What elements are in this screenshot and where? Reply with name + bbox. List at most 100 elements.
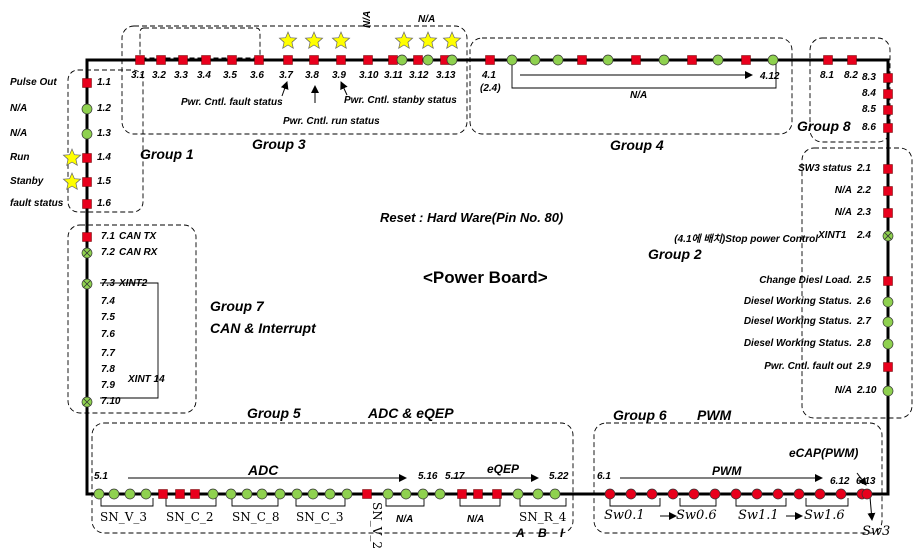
pin-2-10-marker bbox=[882, 385, 894, 397]
g5-pin-15-marker bbox=[324, 488, 336, 500]
encoder-i: I bbox=[560, 526, 564, 540]
pin-3-9-marker bbox=[336, 55, 346, 65]
pin-1-1-num: 1.1 bbox=[97, 77, 111, 88]
bottom-na-1: N/A bbox=[396, 514, 414, 525]
pin-1-6-marker bbox=[82, 199, 92, 209]
adc-label: ADC bbox=[248, 462, 279, 478]
pin-8-1-marker bbox=[823, 55, 833, 65]
g5-pin-3-marker bbox=[124, 488, 136, 500]
pin-8-2-marker bbox=[847, 55, 857, 65]
g4-end: 4.12 bbox=[760, 71, 780, 82]
encoder-b: B bbox=[538, 526, 547, 540]
g4-pin-9-marker bbox=[687, 55, 697, 65]
pin-3-11-num: 3.11 bbox=[384, 70, 403, 81]
pin-2-8-marker bbox=[882, 338, 894, 350]
pin-6-12: 6.12 bbox=[830, 476, 850, 487]
sw3-arrow bbox=[867, 496, 876, 521]
sw-1-1: Sw1.1 bbox=[738, 508, 779, 523]
pin-2-5-label: Change Diesl Load. bbox=[759, 275, 852, 286]
g6-pin-8-marker bbox=[751, 488, 763, 500]
pin-2-1-label: SW3 status bbox=[798, 163, 852, 174]
g5-pin-26-marker bbox=[532, 488, 544, 500]
stanby-status-note: Pwr. Cntl. stanby status bbox=[344, 95, 457, 106]
g5-pin-7-marker bbox=[190, 489, 200, 499]
g5-pin-20-marker bbox=[417, 488, 429, 500]
g6-pin-1-marker bbox=[604, 488, 616, 500]
g4-pin-2-marker bbox=[506, 54, 518, 66]
group-3-box bbox=[121, 25, 468, 135]
pin-2-9-marker bbox=[883, 362, 893, 372]
g6-pin-10-marker bbox=[793, 488, 805, 500]
pwm-label: PWM bbox=[712, 464, 742, 478]
g4-pin-3-marker bbox=[529, 54, 541, 66]
pin-3-5-num: 3.5 bbox=[223, 70, 237, 81]
top-star-3 bbox=[331, 31, 351, 50]
g5-pin-27-marker bbox=[549, 488, 561, 500]
g5-pin-9-marker bbox=[225, 488, 237, 500]
pin-5-22: 5.22 bbox=[549, 471, 569, 482]
pin-2-8-label: Diesel Working Status. bbox=[743, 338, 852, 349]
group-3-na-box bbox=[139, 27, 261, 59]
pin-2-10-num: 2.10 bbox=[857, 385, 877, 396]
g4-pin-10-marker bbox=[712, 54, 724, 66]
sw-3: Sw3 bbox=[862, 524, 891, 539]
g5-pin-11-marker bbox=[256, 488, 268, 500]
pin-2-4-label: (4.1에 배치)Stop power Control bbox=[674, 234, 818, 245]
pin-3-5-marker bbox=[227, 55, 237, 65]
g5-pin-16-marker bbox=[341, 488, 353, 500]
g6-pin-11-marker bbox=[814, 488, 826, 500]
pin-1-1-label: Pulse Out bbox=[10, 77, 57, 88]
pin-7-2-label: CAN RX bbox=[119, 247, 158, 258]
pin-2-2-label: N/A bbox=[834, 185, 852, 196]
pin-8-4-num: 8.4 bbox=[862, 88, 876, 99]
pin-8-6-num: 8.6 bbox=[862, 122, 876, 133]
top-green-3 bbox=[446, 54, 458, 66]
sn-c-8: SN_C_8 bbox=[232, 510, 280, 524]
pin-8-6-marker bbox=[883, 123, 893, 133]
pin-2-6-num: 2.6 bbox=[857, 296, 871, 307]
pin-1-5-label: Stanby bbox=[10, 176, 44, 187]
pin-1-2-num: 1.2 bbox=[97, 103, 111, 114]
top-star-1 bbox=[278, 31, 298, 50]
g6-pin-3-marker bbox=[646, 488, 658, 500]
g5-pin-17-marker bbox=[362, 489, 372, 499]
group-4-box bbox=[469, 37, 793, 135]
pin-7-2-num: 7.2 bbox=[101, 247, 115, 258]
g5-pin-22-marker bbox=[457, 489, 467, 499]
group-2-label: Group 2 bbox=[648, 246, 702, 262]
g4-na: N/A bbox=[630, 90, 648, 101]
pin-6-13: 6.13 bbox=[856, 476, 876, 487]
g5-pin-6-marker bbox=[175, 489, 185, 499]
group-6-sub: PWM bbox=[697, 407, 732, 423]
group-3-label: Group 3 bbox=[252, 136, 306, 152]
pin-7-2-marker-cross bbox=[83, 249, 91, 257]
pin-2-9-label: Pwr. Cntl. fault out bbox=[764, 361, 852, 372]
pin-2-8-num: 2.8 bbox=[857, 338, 871, 349]
g6-pin-4-marker bbox=[667, 488, 679, 500]
pin-5-17: 5.17 bbox=[445, 471, 465, 482]
pin-3-3-num: 3.3 bbox=[174, 70, 188, 81]
pin-2-6-marker bbox=[882, 296, 894, 308]
pin-7-6-num: 7.6 bbox=[101, 329, 115, 340]
pin-2-3-num: 2.3 bbox=[857, 207, 871, 218]
page-title: <Power Board> bbox=[423, 268, 548, 287]
g5-pin-18-marker bbox=[382, 488, 394, 500]
pin-3-10-marker bbox=[363, 55, 373, 65]
pin-1-3-label: N/A bbox=[10, 128, 28, 139]
group-5-box bbox=[91, 422, 574, 534]
g6-pin-5-marker bbox=[688, 488, 700, 500]
g6-pin-12-marker bbox=[835, 488, 847, 500]
pin-2-1-num: 2.1 bbox=[857, 163, 871, 174]
reset-note: Reset : Hard Ware(Pin No. 80) bbox=[380, 210, 564, 225]
top-na-vertical: N/A bbox=[362, 10, 373, 28]
g4-pin-7-marker bbox=[631, 55, 641, 65]
pin-2-2-marker bbox=[883, 186, 893, 196]
sn-brackets bbox=[100, 498, 849, 507]
pin-7-1-num: 7.1 bbox=[101, 231, 115, 242]
pin-2-4-marker-cross bbox=[884, 232, 892, 240]
encoder-a: A bbox=[516, 526, 525, 540]
g5-pin-2-marker bbox=[108, 488, 120, 500]
pin-1-1-marker bbox=[82, 78, 92, 88]
pin-2-7-marker bbox=[882, 316, 894, 328]
